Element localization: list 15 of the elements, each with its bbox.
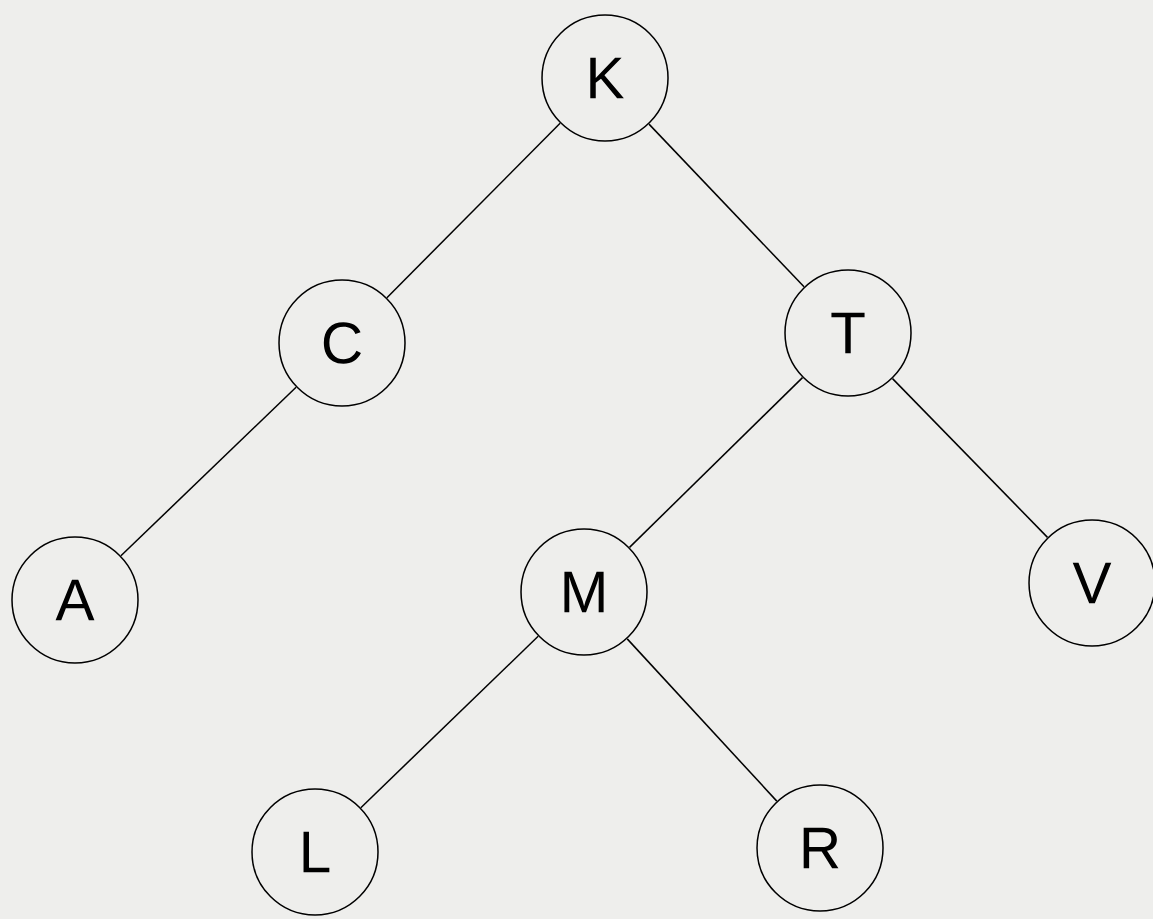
tree-edge	[386, 122, 561, 299]
tree-edge	[648, 123, 805, 288]
tree-node: C	[278, 279, 406, 407]
tree-node: R	[756, 784, 884, 912]
tree-node: K	[541, 14, 669, 142]
tree-node: L	[251, 788, 379, 916]
tree-node: V	[1028, 519, 1153, 647]
tree-edge	[891, 377, 1049, 539]
tree-edge	[120, 386, 297, 557]
tree-edge	[360, 635, 539, 809]
tree-node: M	[520, 528, 648, 656]
tree-node: A	[11, 536, 139, 664]
tree-edge	[628, 376, 804, 549]
tree-edge	[626, 638, 778, 802]
tree-node: T	[784, 269, 912, 397]
